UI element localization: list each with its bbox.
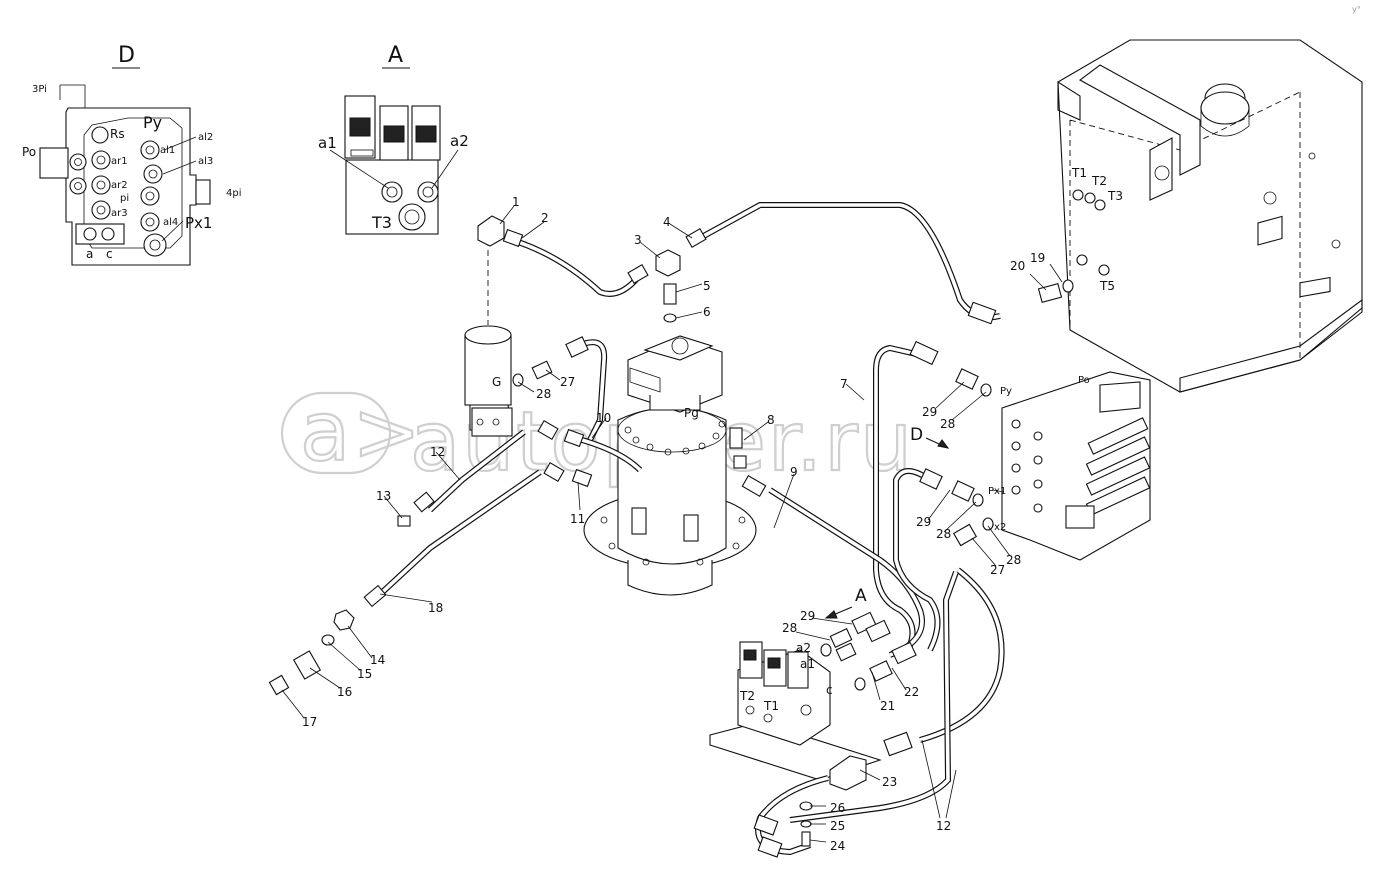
- port-po: Po: [22, 145, 36, 159]
- part-24: 24: [830, 839, 845, 853]
- part-29-top: 29: [922, 405, 937, 419]
- part-28-top: 28: [940, 417, 955, 431]
- valve-port-po: Po: [1078, 375, 1090, 386]
- view-a-detail: A a1 a2 T3: [318, 43, 469, 235]
- port-4pi: 4pi: [226, 188, 242, 199]
- part-6: 6: [703, 305, 711, 319]
- hydraulic-tank: T1 T2 T3 T5: [1057, 39, 1363, 393]
- solenoid-valve-block: T2 T1 c a2 a1 A: [709, 586, 882, 791]
- valve-port-px1: Px1: [988, 486, 1006, 497]
- part-3: 3: [634, 233, 642, 247]
- port-a: a: [86, 247, 93, 261]
- part-12-bottom: 12: [936, 819, 951, 833]
- port-c: c: [106, 247, 113, 261]
- block-port-a2: a2: [796, 641, 811, 655]
- port-ar2: ar2: [111, 180, 128, 191]
- swing-motor-assembly: Pg G: [464, 240, 757, 596]
- watermark: a> autopiter.ru: [280, 384, 913, 491]
- port-al1: al1: [160, 145, 175, 156]
- part-25: 25: [830, 819, 845, 833]
- port-ar3: ar3: [111, 208, 128, 219]
- label-pg: Pg: [684, 406, 699, 420]
- port-px1: Px1: [185, 214, 212, 232]
- part-8: 8: [767, 413, 775, 427]
- part-15: 15: [357, 667, 372, 681]
- port-rs: Rs: [110, 127, 125, 141]
- part-28-bottom: 28: [782, 621, 797, 635]
- port-a1: a1: [318, 134, 337, 152]
- part-27-right: 27: [990, 563, 1005, 577]
- part-13: 13: [376, 489, 391, 503]
- tank-port-t5: T5: [1099, 279, 1115, 293]
- valve-port-px2: Px2: [988, 522, 1006, 533]
- block-port-c: c: [826, 683, 833, 697]
- part-19: 19: [1030, 251, 1045, 265]
- port-al2: al2: [198, 132, 213, 143]
- part-12-left: 12: [430, 445, 445, 459]
- port-al3: al3: [198, 156, 213, 167]
- part-28-left: 28: [536, 387, 551, 401]
- view-d-marker: D: [910, 425, 923, 445]
- part-23: 23: [882, 775, 897, 789]
- port-ar1: ar1: [111, 156, 128, 167]
- part-9: 9: [790, 465, 798, 479]
- tank-port-t3: T3: [1107, 189, 1123, 203]
- port-al4: al4: [163, 217, 178, 228]
- view-a-title: A: [388, 43, 403, 68]
- corner-mark: y°: [1352, 5, 1361, 14]
- tank-port-t1: T1: [1071, 166, 1087, 180]
- part-26: 26: [830, 801, 845, 815]
- view-a-marker: A: [855, 586, 867, 606]
- port-py: Py: [143, 113, 162, 132]
- block-port-a1: a1: [800, 657, 815, 671]
- part-28-mid: 28: [936, 527, 951, 541]
- part-5: 5: [703, 279, 711, 293]
- part-1: 1: [512, 195, 520, 209]
- valve-port-py: Py: [1000, 386, 1012, 397]
- view-d-detail: D 3Pi Po Rs Py ar1 al1 al2 al3 ar2 pi ar…: [22, 43, 242, 266]
- port-t3: T3: [371, 213, 392, 232]
- part-29-mid: 29: [916, 515, 931, 529]
- block-port-t2: T2: [739, 689, 755, 703]
- part-16: 16: [337, 685, 352, 699]
- part-20: 20: [1010, 259, 1025, 273]
- leader-lines: [281, 205, 1063, 843]
- part-17: 17: [302, 715, 317, 729]
- view-d-title: D: [118, 43, 135, 68]
- port-3pi: 3Pi: [32, 84, 47, 95]
- part-18: 18: [428, 601, 443, 615]
- watermark-prefix: a>: [300, 385, 423, 480]
- part-21: 21: [880, 699, 895, 713]
- port-pi: pi: [120, 193, 129, 204]
- part-29-bottom: 29: [800, 609, 815, 623]
- part-14: 14: [370, 653, 385, 667]
- part-11: 11: [570, 512, 585, 526]
- part-number-labels: 1 2 3 4 5 6 7 8 9 10 11 12 12 13 14 15 1…: [302, 195, 1045, 853]
- port-a2: a2: [450, 132, 469, 150]
- main-control-valve: Po Py Px1 Px2 D: [910, 371, 1151, 561]
- part-27-left: 27: [560, 375, 575, 389]
- part-22: 22: [904, 685, 919, 699]
- part-2: 2: [541, 211, 549, 225]
- part-10: 10: [596, 411, 611, 425]
- part-28-right: 28: [1006, 553, 1021, 567]
- part-7: 7: [840, 377, 848, 391]
- block-port-t1: T1: [763, 699, 779, 713]
- fittings: [268, 215, 1074, 858]
- tank-port-t2: T2: [1091, 174, 1107, 188]
- label-g: G: [492, 375, 501, 389]
- part-4: 4: [663, 215, 671, 229]
